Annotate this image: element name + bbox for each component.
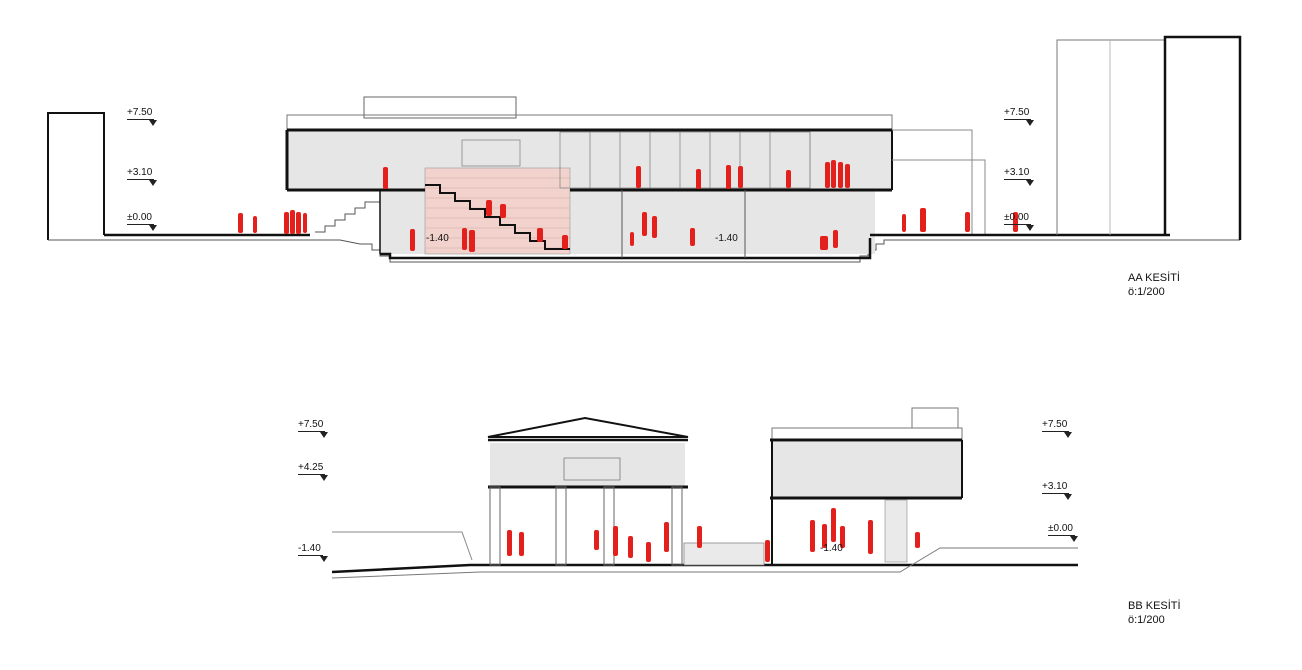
bb-ground-outline — [331, 547, 1078, 579]
right-low-building-2 — [892, 159, 986, 235]
bb-right-parapet — [771, 427, 963, 442]
bb-right-stair-block — [884, 499, 908, 563]
right-tall-building — [1056, 39, 1166, 235]
bb-scale: ö:1/200 — [1128, 614, 1165, 626]
stair-profile — [425, 184, 570, 250]
aa-level-left-ground: ±0.00 — [127, 213, 157, 231]
aa-level-left-top: +7.50 — [127, 108, 157, 126]
bb-level-left-top: +7.50 — [298, 420, 328, 438]
aa-level-left-mid: +3.10 — [127, 168, 157, 186]
bb-left-columns — [489, 486, 683, 566]
bb-left-roof — [487, 416, 689, 438]
bb-level-left-mid: +4.25 — [298, 463, 328, 481]
roof-box — [363, 96, 517, 119]
bb-right-upper-fill — [772, 442, 962, 497]
roof-parapet — [286, 114, 893, 130]
bb-level-right-ground: ±0.00 — [1048, 524, 1078, 542]
bb-inner-level-1: -1.40 — [820, 543, 843, 554]
small-stair — [315, 201, 380, 233]
bb-right-roof-box — [911, 407, 959, 428]
lower-slab — [380, 238, 872, 260]
aa-level-right-mid: +3.10 — [1004, 168, 1034, 186]
aa-inner-level-1: -1.40 — [426, 233, 449, 244]
bb-ground — [331, 563, 1078, 574]
bb-level-right-mid: +3.10 — [1042, 482, 1072, 500]
aa-caption: AA KESİTİ ö:1/200 — [1128, 271, 1180, 299]
bb-bench — [683, 542, 765, 566]
aa-inner-level-2: -1.40 — [715, 233, 738, 244]
aa-title: AA KESİTİ — [1128, 272, 1180, 284]
bb-left-shelf — [563, 457, 621, 481]
bb-left-upper-fill — [490, 443, 685, 486]
section-bb-figures — [507, 508, 920, 562]
bb-level-left-low: -1.40 — [298, 544, 328, 562]
bb-title: BB KESİTİ — [1128, 600, 1181, 612]
right-tall-building-dark — [1163, 35, 1242, 240]
aa-level-right-top: +7.50 — [1004, 108, 1034, 126]
right-low-building-1 — [892, 129, 973, 235]
ground-outline — [48, 239, 1240, 263]
aa-level-right-ground: ±0.00 — [1004, 213, 1034, 231]
upper-floor-fill — [287, 130, 892, 190]
bb-left-slope — [332, 531, 473, 561]
upper-glazing — [461, 131, 811, 189]
left-building-outline — [47, 112, 105, 240]
pink-brick-wall — [424, 167, 571, 255]
bb-caption: BB KESİTİ ö:1/200 — [1128, 599, 1181, 627]
section-aa-figures — [238, 160, 1018, 252]
bb-level-right-top: +7.50 — [1042, 420, 1072, 438]
aa-scale: ö:1/200 — [1128, 286, 1165, 298]
